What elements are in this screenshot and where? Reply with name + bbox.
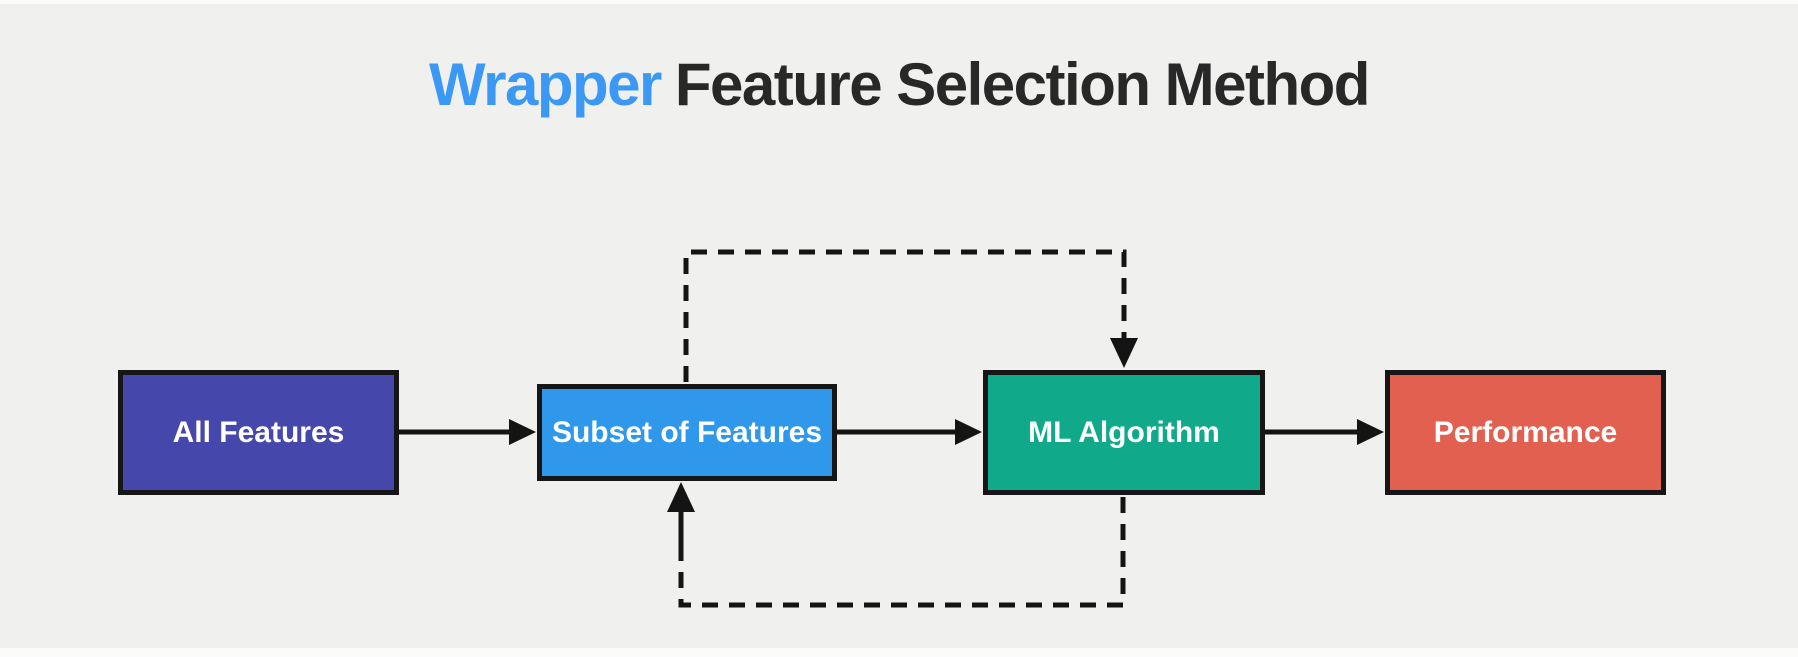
node-performance-label: Performance: [1433, 415, 1618, 449]
node-ml-algorithm-label: ML Algorithm: [1028, 415, 1220, 449]
node-all-features: All Features: [118, 370, 399, 495]
node-all-features-label: All Features: [172, 415, 345, 449]
dashed-loop-top: [683, 249, 1138, 382]
arrow-all-to-subset: [399, 419, 536, 445]
arrow-subset-to-ml: [837, 419, 982, 445]
node-subset-of-features: Subset of Features: [537, 384, 837, 481]
arrow-ml-to-performance: [1265, 419, 1384, 445]
dashed-loop-bottom: [667, 482, 1126, 608]
title-rest: Feature Selection Method: [674, 51, 1371, 118]
title-highlight: Wrapper: [429, 51, 662, 118]
page-edge-bottom: [0, 648, 1798, 657]
node-ml-algorithm: ML Algorithm: [983, 370, 1265, 495]
node-performance: Performance: [1385, 370, 1666, 495]
node-subset-of-features-label: Subset of Features: [551, 415, 823, 449]
page-edge-top: [0, 0, 1798, 4]
